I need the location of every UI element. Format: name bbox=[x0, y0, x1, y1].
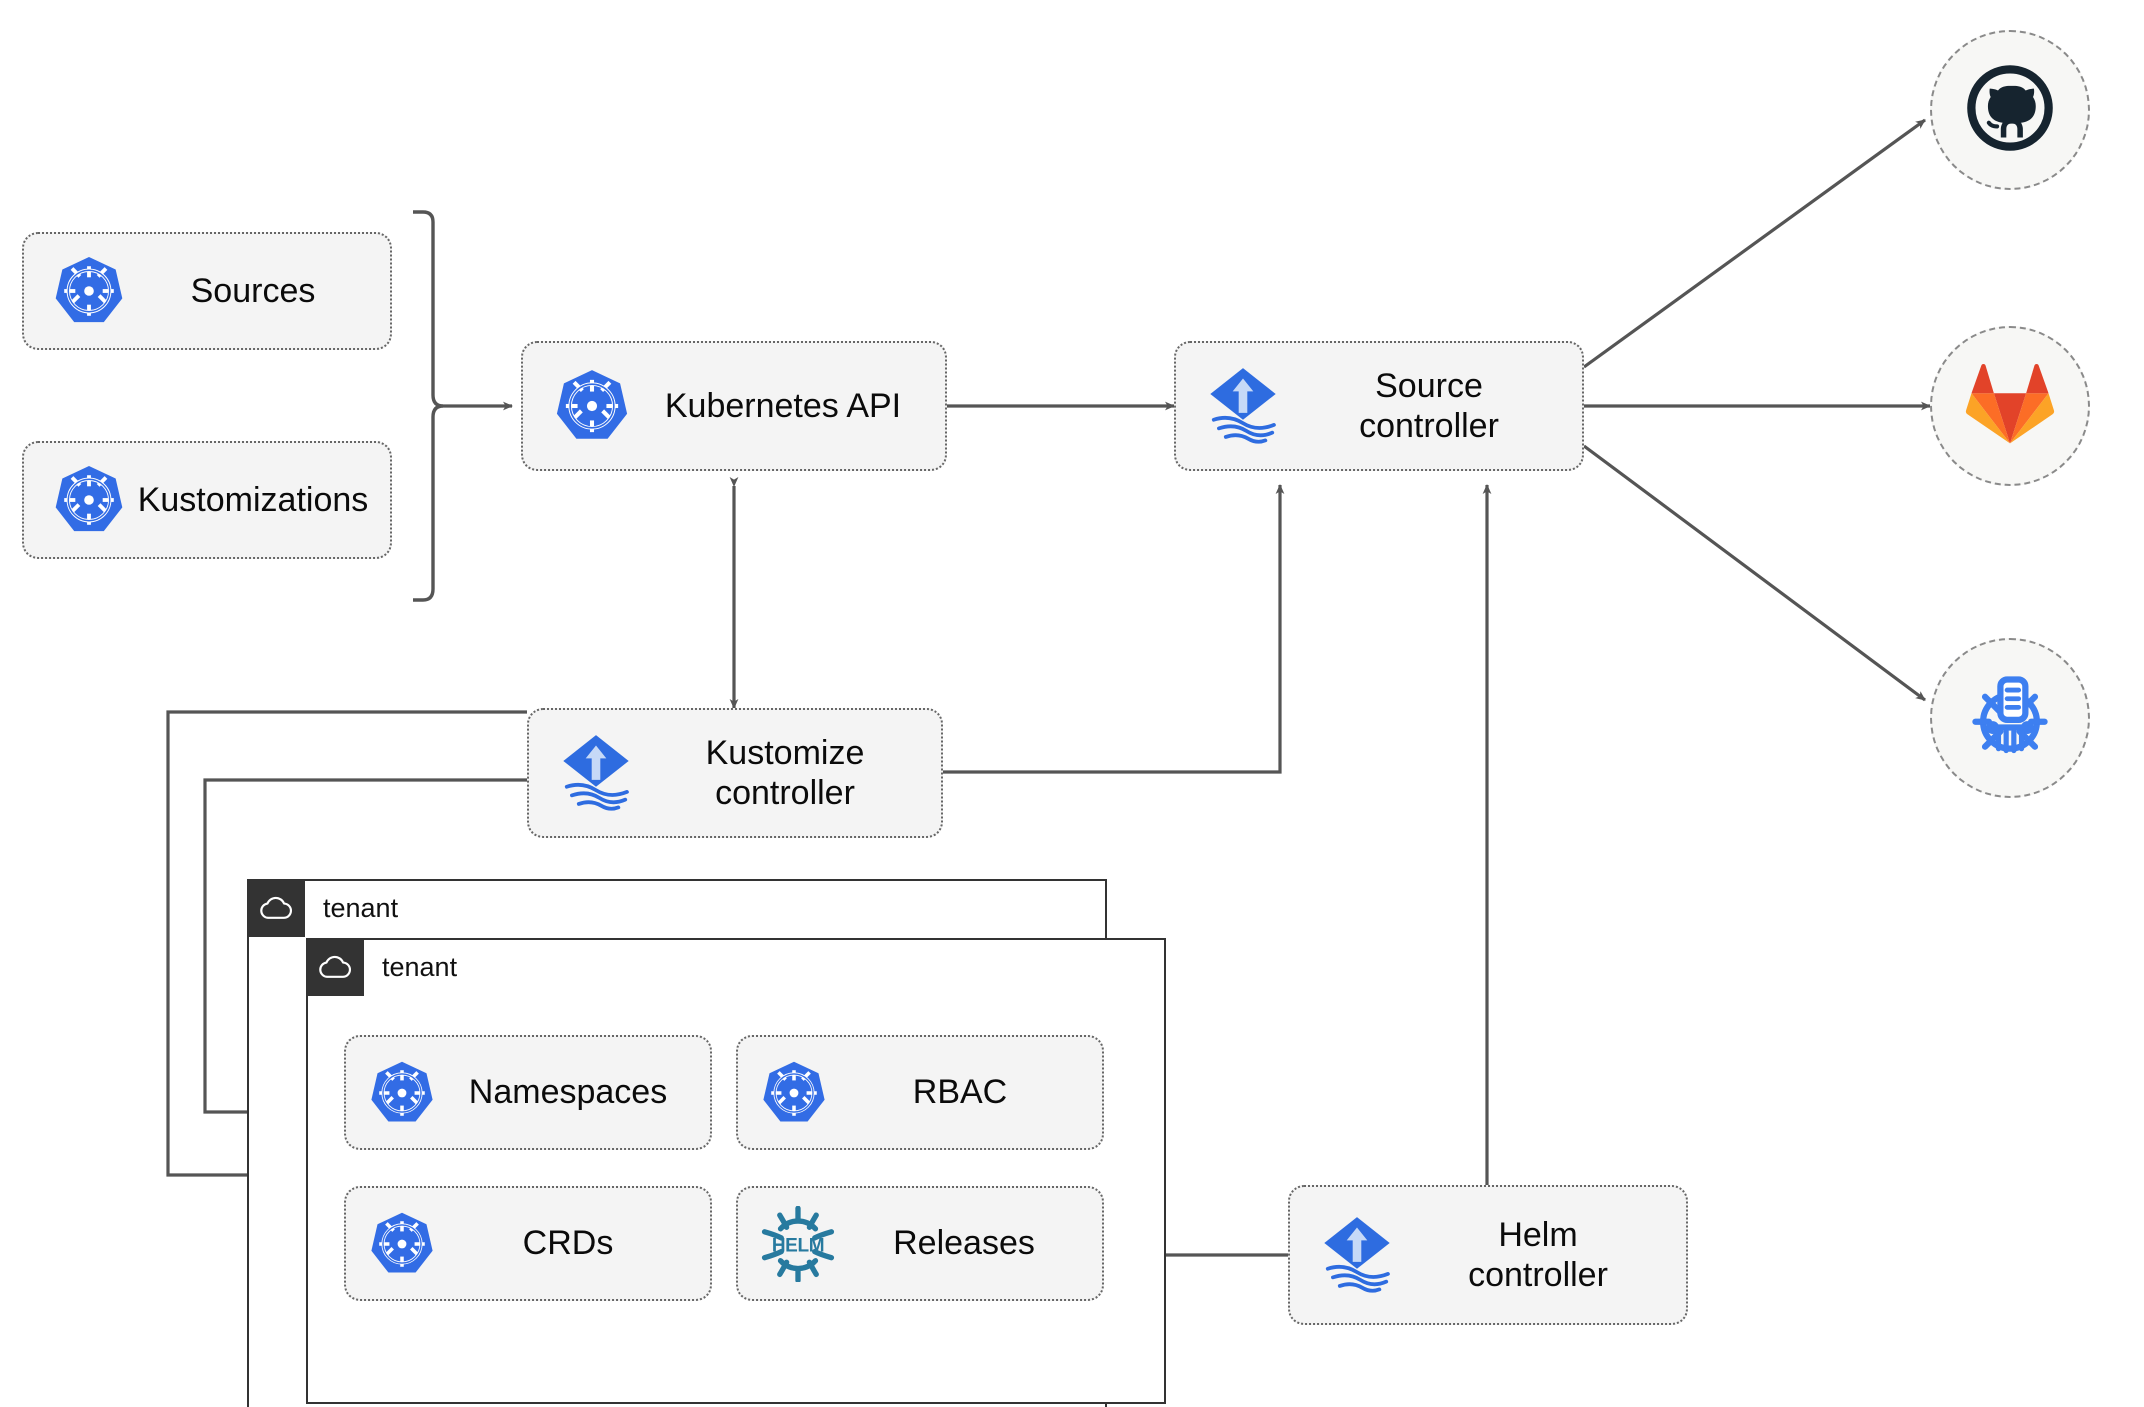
node-sources-label: Sources bbox=[190, 271, 316, 310]
node-helm-controller-label: Helm controller bbox=[1468, 1215, 1608, 1294]
gitlab-icon bbox=[1964, 361, 2056, 452]
tenant-back-header: tenant bbox=[247, 879, 398, 937]
card-crds-label: CRDs bbox=[522, 1224, 614, 1263]
tenant-front[interactable]: tenant bbox=[306, 938, 1166, 1404]
node-helm-controller[interactable]: Helm controller bbox=[1288, 1185, 1688, 1325]
cloud-icon bbox=[247, 879, 305, 937]
card-rbac[interactable]: RBAC bbox=[736, 1035, 1104, 1150]
node-kustomize-controller[interactable]: Kustomize controller bbox=[527, 708, 943, 838]
tenant-back-label: tenant bbox=[323, 892, 399, 923]
helm-icon: HELM bbox=[760, 1205, 836, 1282]
card-namespaces[interactable]: Namespaces bbox=[344, 1035, 712, 1150]
card-namespaces-label: Namespaces bbox=[468, 1073, 668, 1112]
kubernetes-icon bbox=[368, 1210, 436, 1278]
flux-icon bbox=[1200, 363, 1286, 449]
kubernetes-icon bbox=[368, 1059, 436, 1127]
kubernetes-icon bbox=[760, 1059, 828, 1127]
flux-icon bbox=[553, 730, 639, 816]
flux-icon bbox=[1314, 1212, 1400, 1298]
node-source-controller-label: Source controller bbox=[1359, 366, 1499, 445]
svg-text:HELM: HELM bbox=[772, 1235, 824, 1256]
node-source-controller[interactable]: Source controller bbox=[1174, 341, 1584, 471]
node-kubernetes-api-label: Kubernetes API bbox=[664, 386, 902, 425]
card-releases[interactable]: HELM Releases bbox=[736, 1186, 1104, 1301]
node-sources[interactable]: Sources bbox=[22, 232, 392, 350]
card-crds[interactable]: CRDs bbox=[344, 1186, 712, 1301]
kubernetes-icon bbox=[52, 463, 126, 537]
provider-github[interactable] bbox=[1930, 30, 2090, 190]
node-kustomizations[interactable]: Kustomizations bbox=[22, 441, 392, 559]
kubernetes-icon bbox=[553, 367, 631, 445]
bucket-icon bbox=[1962, 668, 2058, 769]
node-kustomizations-label: Kustomizations bbox=[137, 480, 369, 519]
tenant-front-header: tenant bbox=[306, 938, 457, 996]
card-releases-label: Releases bbox=[893, 1224, 1035, 1263]
cloud-icon bbox=[306, 938, 364, 996]
node-kubernetes-api[interactable]: Kubernetes API bbox=[521, 341, 947, 471]
card-rbac-label: RBAC bbox=[912, 1073, 1008, 1112]
provider-gitlab[interactable] bbox=[1930, 326, 2090, 486]
node-kustomize-controller-label: Kustomize controller bbox=[705, 733, 865, 812]
provider-bucket[interactable] bbox=[1930, 638, 2090, 798]
kubernetes-icon bbox=[52, 254, 126, 328]
github-icon bbox=[1964, 62, 2056, 159]
tenant-front-label: tenant bbox=[382, 951, 458, 982]
